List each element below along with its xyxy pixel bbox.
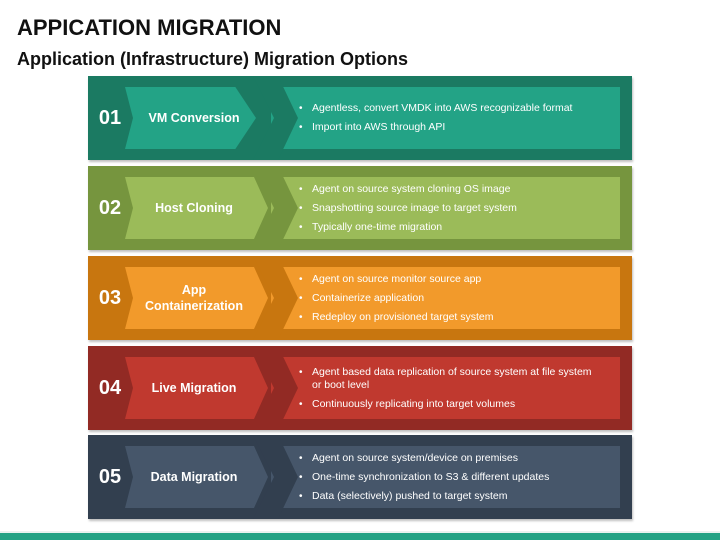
option-number: 02 xyxy=(98,196,122,219)
bullet-item: Import into AWS through API xyxy=(298,121,598,134)
option-bullet-list: Agent based data replication of source s… xyxy=(298,346,598,430)
footer-accent-bar xyxy=(0,533,720,540)
bullet-item: Agent on source monitor source app xyxy=(298,273,598,286)
bullet-item: Continuously replicating into target vol… xyxy=(298,398,598,411)
migration-option-row: 04 Live Migration Agent based data repli… xyxy=(88,346,632,430)
option-label: Live Migration xyxy=(151,381,237,395)
option-label: VM Conversion xyxy=(148,111,240,125)
bullet-item: Data (selectively) pushed to target syst… xyxy=(298,490,598,503)
migration-option-row: 02 Host Cloning Agent on source system c… xyxy=(88,166,632,250)
option-label: Host Cloning xyxy=(155,201,233,215)
page-title: APPICATION MIGRATION xyxy=(17,15,282,40)
page-subtitle: Application (Infrastructure) Migration O… xyxy=(17,49,408,69)
bullet-item: Typically one-time migration xyxy=(298,221,598,234)
migration-option-row: 05 Data Migration Agent on source system… xyxy=(88,435,632,519)
option-bullet-list: Agent on source monitor source app Conta… xyxy=(298,256,598,340)
option-label: App Containerization xyxy=(145,283,243,313)
bullet-item: Snapshotting source image to target syst… xyxy=(298,202,598,215)
row-chevron-background xyxy=(88,76,632,160)
option-number: 01 xyxy=(98,106,122,129)
bullet-item: Agent on source system cloning OS image xyxy=(298,183,598,196)
footer-divider xyxy=(0,531,720,533)
bullet-item: One-time synchronization to S3 & differe… xyxy=(298,471,598,484)
option-number: 04 xyxy=(98,376,122,399)
bullet-item: Containerize application xyxy=(298,292,598,305)
option-number: 05 xyxy=(98,465,122,488)
bullet-item: Agentless, convert VMDK into AWS recogni… xyxy=(298,102,598,115)
bullet-item: Redeploy on provisioned target system xyxy=(298,311,598,324)
option-label: Data Migration xyxy=(150,470,238,484)
migration-option-row: 01 VM Conversion Agentless, convert VMDK… xyxy=(88,76,632,160)
option-bullet-list: Agentless, convert VMDK into AWS recogni… xyxy=(298,76,598,160)
bullet-item: Agent based data replication of source s… xyxy=(298,366,598,392)
bullet-item: Agent on source system/device on premise… xyxy=(298,452,598,465)
migration-option-row: 03 App Containerization Agent on source … xyxy=(88,256,632,340)
option-bullet-list: Agent on source system/device on premise… xyxy=(298,435,598,519)
option-number: 03 xyxy=(98,286,122,309)
option-bullet-list: Agent on source system cloning OS image … xyxy=(298,166,598,250)
